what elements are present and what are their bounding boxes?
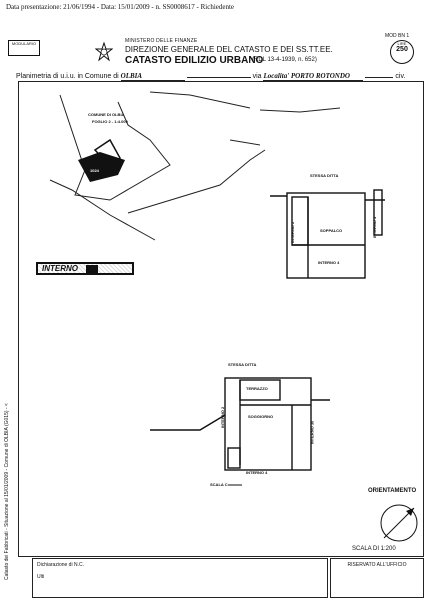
scala-c-label: SCALA C	[210, 482, 228, 487]
soppalco-label: SOPPALCO	[320, 228, 343, 233]
parcel-stripe	[93, 138, 121, 170]
interno-number-box	[86, 264, 98, 273]
planimetria-prefix: Planimetria di u.i.u. in Comune di	[16, 73, 119, 80]
parcel-number: 1024	[90, 168, 99, 173]
soggiorno-label: SOGGIORNO	[248, 414, 274, 419]
dichiarazione-label: Dichiarazione di N.C.	[37, 562, 84, 568]
rdl-label: (RDL 13-4-1939, n. 652)	[252, 57, 317, 63]
direction-label: DIREZIONE GENERALE DEL CATASTO E DEI SS.…	[125, 45, 333, 54]
comune-blank	[186, 77, 251, 78]
interno-label: INTERNO	[36, 262, 134, 275]
upper-interno-3: INTERNO 3	[372, 216, 378, 239]
upper-stessa-ditta: STESSA DITTA	[310, 173, 339, 178]
presentation-line: Data presentazione: 21/06/1994 - Data: 1…	[6, 3, 235, 11]
mod-label: MOD BN 1	[385, 33, 410, 39]
lower-plan	[150, 377, 330, 471]
side-cadastral-text: Catasto dei Fabbricati - Situazione al 1…	[4, 403, 10, 580]
map-comune-label: COMUNE DI OLBIA	[88, 112, 125, 117]
civ-label: civ.	[395, 73, 406, 80]
upper-interno-4: INTERNO 4	[318, 260, 340, 265]
orientamento-label: ORIENTAMENTO	[368, 488, 417, 494]
lower-interno-4: INTERNO 4	[246, 470, 268, 475]
lower-interno-3: INTERNO 30	[309, 420, 315, 445]
riservato-box: RISERVATO ALL'UFFICIO	[330, 558, 424, 598]
scala-label: SCALA DI 1:200	[352, 546, 396, 552]
parcel-shape	[78, 152, 125, 182]
catasto-title: CATASTO EDILIZIO URBANO	[125, 55, 264, 66]
riservato-label: RISERVATO ALL'UFFICIO	[347, 562, 407, 568]
planimetria-row: Planimetria di u.i.u. in Comune di OLBIA…	[16, 72, 405, 81]
lower-interno-2: INTERNO 2	[220, 406, 226, 429]
interno-text: INTERNO	[42, 264, 78, 273]
compass-icon	[380, 504, 418, 542]
dichiarazione-box: Dichiarazione di N.C. Ulti	[32, 558, 328, 598]
lire-value: 250	[396, 46, 408, 53]
via-label: via	[252, 73, 262, 80]
modulario-box: MODULARIO	[8, 40, 40, 56]
ultima-label: Ulti	[37, 574, 45, 580]
lower-stessa-ditta: STESSA DITTA	[228, 362, 257, 367]
upper-plan	[270, 189, 385, 279]
italian-emblem-icon	[95, 42, 113, 62]
map-foglio-label: FOGLIO 2 - 1:4.000	[92, 119, 128, 124]
terrazzo-label: TERRAZZO	[246, 386, 268, 391]
ministry-label: MINISTERO DELLE FINANZE	[125, 38, 198, 44]
upper-interno-2: INTERNO 2	[290, 221, 296, 244]
drawing-frame	[18, 81, 424, 557]
location-map	[49, 91, 341, 241]
comune-value: OLBIA	[120, 72, 185, 81]
localita-value: Localita' PORTO ROTONDO	[263, 72, 364, 81]
lire-label: LIRE	[397, 41, 407, 46]
modulario-label: MODULARIO	[11, 41, 37, 46]
lire-stamp: LIRE 250	[390, 40, 414, 64]
localita-blank	[365, 77, 394, 78]
